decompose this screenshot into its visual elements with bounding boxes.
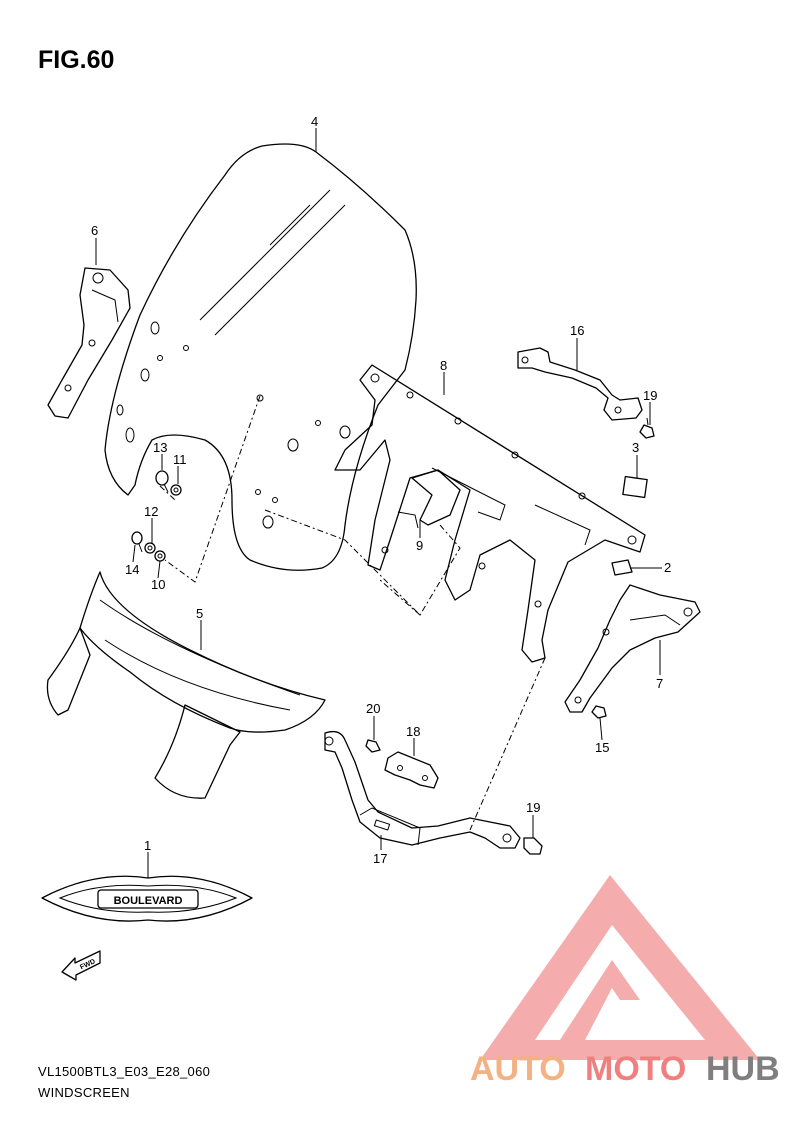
watermark-text-auto: AUTO <box>470 1050 566 1088</box>
model-code: VL1500BTL3_E03_E28_060 <box>38 1064 211 1079</box>
callout-17: 17 <box>373 851 387 866</box>
part-2-pad <box>611 559 633 576</box>
part-17-lower-stay <box>324 730 521 849</box>
bolt-20 <box>365 739 381 753</box>
assembly-lines <box>159 395 546 831</box>
callout-12: 12 <box>144 504 158 519</box>
callout-10: 10 <box>151 577 165 592</box>
nut-10 <box>154 550 166 562</box>
part-8-main-bracket <box>334 364 646 663</box>
callout-4: 4 <box>311 114 318 129</box>
bolt-15 <box>591 705 607 719</box>
callout-14: 14 <box>125 562 139 577</box>
emblem-text: BOULEVARD <box>114 895 183 907</box>
callout-1: 1 <box>144 838 151 853</box>
part-9-center-bracket <box>397 469 461 529</box>
bolt-19-lower <box>523 837 543 855</box>
bolt-13 <box>155 470 169 493</box>
callout-18: 18 <box>406 724 420 739</box>
callout-9: 9 <box>416 538 423 553</box>
watermark-text-hub: HUB <box>706 1050 780 1088</box>
part-16-upper-stay <box>517 347 643 421</box>
watermark-text-moto: MOTO <box>585 1050 686 1088</box>
callout-6: 6 <box>91 223 98 238</box>
callout-numbers: 4 6 8 16 19 3 2 7 9 5 13 11 12 14 10 15 … <box>91 114 671 866</box>
callout-7: 7 <box>656 676 663 691</box>
figure-title: FIG.60 <box>38 46 115 74</box>
callout-16: 16 <box>570 323 584 338</box>
callout-15: 15 <box>595 740 609 755</box>
callout-8: 8 <box>440 358 447 373</box>
bolt-14 <box>131 531 143 553</box>
part-7-right-bracket <box>564 584 701 713</box>
section-name: WINDSCREEN <box>38 1085 130 1100</box>
callout-19-upper: 19 <box>643 388 657 403</box>
part-6-left-bracket <box>47 267 131 419</box>
fwd-arrow-icon: FWD <box>61 950 101 981</box>
callout-11: 11 <box>173 452 187 467</box>
callout-leaders <box>95 128 662 878</box>
watermark-logo: AUTO MOTO HUB <box>470 875 780 1088</box>
callout-3: 3 <box>632 440 639 455</box>
callout-19-lower: 19 <box>526 800 540 815</box>
callout-20: 20 <box>366 701 380 716</box>
washer-12 <box>144 542 156 554</box>
part-1-emblem: BOULEVARD <box>41 875 253 922</box>
part-5-lower-cowl <box>46 571 326 799</box>
part-3-pad <box>622 475 648 499</box>
callout-2: 2 <box>664 560 671 575</box>
part-4-windscreen <box>104 143 417 571</box>
callout-13: 13 <box>153 440 167 455</box>
nut-11 <box>170 484 182 496</box>
part-18-clamp <box>384 751 439 789</box>
callout-5: 5 <box>196 606 203 621</box>
bolt-19-upper <box>639 417 655 439</box>
